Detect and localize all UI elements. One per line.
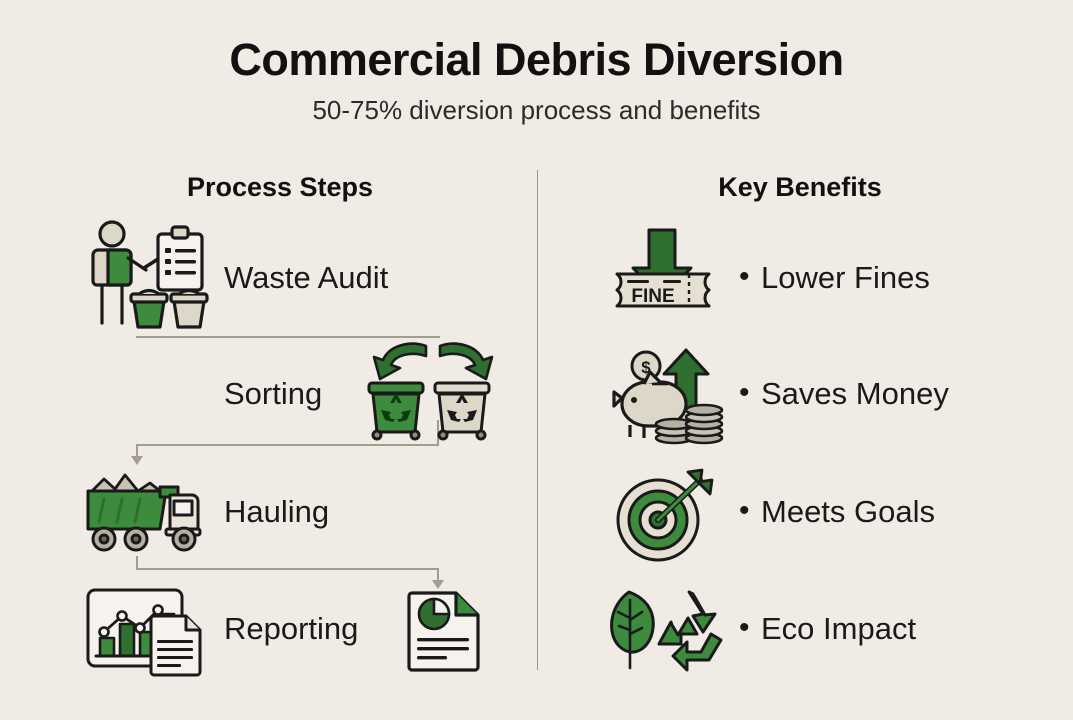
benefit-bullet-3: •	[739, 494, 750, 527]
connector-seg-2b	[136, 444, 138, 458]
benefit-label-4: Eco Impact	[761, 611, 917, 646]
process-step-label-3: Hauling	[224, 494, 330, 529]
connector-seg-3a	[136, 556, 138, 570]
key-benefits-heading: Key Benefits	[718, 172, 882, 202]
connector-line-3	[136, 568, 439, 570]
target-arrow-icon	[612, 468, 716, 564]
process-step-label-2: Sorting	[224, 376, 323, 411]
column-divider	[537, 170, 538, 670]
benefit-label-3: Meets Goals	[761, 494, 936, 529]
connector-line-1	[136, 336, 438, 338]
process-steps-heading: Process Steps	[186, 172, 374, 202]
page-subtitle: 50-75% diversion process and benefits	[312, 95, 761, 125]
sorting-bins-icon	[363, 340, 503, 441]
waste-audit-icon	[84, 218, 214, 330]
fine-ticket-text: FINE	[631, 286, 674, 307]
pie-document-icon	[406, 588, 484, 672]
benefit-bullet-2: •	[739, 376, 750, 409]
benefit-label-1: Lower Fines	[761, 260, 930, 295]
fine-ticket-down-arrow-icon: FINE	[611, 228, 717, 320]
dump-truck-icon	[78, 465, 220, 555]
dollar-sign-text: $	[641, 358, 651, 377]
benefit-bullet-1: •	[739, 260, 750, 293]
report-chart-icon	[84, 586, 214, 677]
connector-line-2	[136, 444, 439, 446]
leaf-recycle-icon	[603, 588, 723, 672]
connector-arrow-3	[432, 580, 444, 589]
piggy-bank-coins-icon: $	[608, 348, 724, 448]
process-step-label-4: Reporting	[224, 611, 359, 646]
connector-arrow-2	[131, 456, 143, 465]
benefit-label-2: Saves Money	[761, 376, 949, 411]
process-step-label-1: Waste Audit	[224, 260, 389, 295]
connector-seg-1b	[438, 336, 440, 338]
connector-seg-3b	[437, 568, 439, 582]
page-title: Commercial Debris Diversion	[229, 34, 844, 85]
benefit-bullet-4: •	[739, 611, 750, 644]
